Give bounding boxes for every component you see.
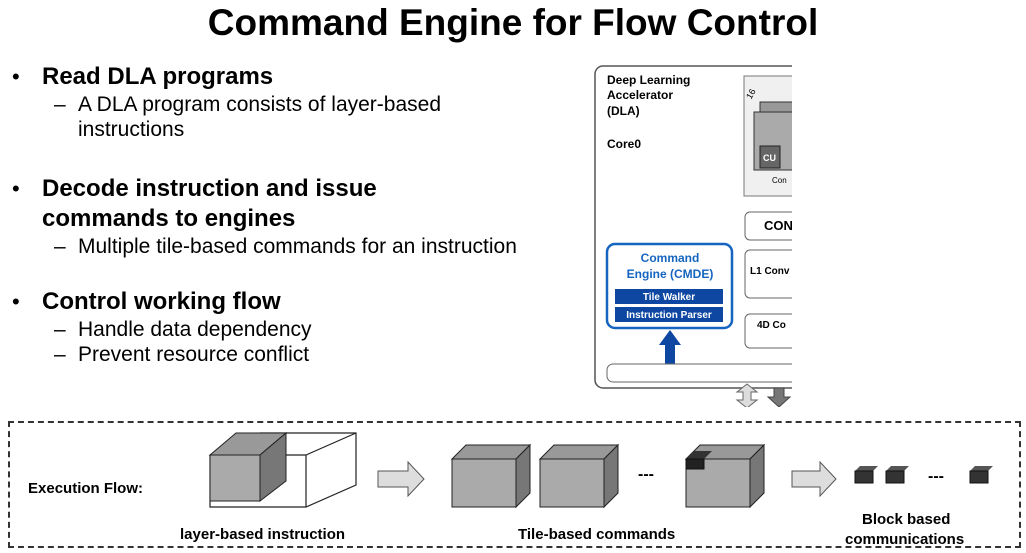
- cmde-label-line1: Command: [641, 251, 700, 265]
- bullet-sub-text: instructions: [78, 118, 185, 141]
- fourd-conv-label: 4D Co: [757, 320, 786, 331]
- dla-label-line1: Deep Learning: [607, 73, 690, 87]
- block-caption-line2: communications: [845, 531, 964, 546]
- cu-label: CU: [763, 153, 776, 163]
- flow-arrow-2-icon: [791, 460, 837, 498]
- bullet-dot: •: [12, 64, 20, 89]
- page-title: Command Engine for Flow Control: [207, 2, 819, 43]
- cu-block: [759, 145, 781, 169]
- up-arrow-icon: [659, 330, 681, 364]
- dla-architecture-diagram: Deep Learning Accelerator (DLA) Core0 16…: [592, 62, 792, 407]
- tile-walker-bar: [615, 289, 723, 304]
- conv-block-label: CON: [764, 218, 792, 233]
- bullet-sub-text: Handle data dependency: [78, 318, 312, 341]
- bullet-decode-instruction: • Decode instruction and issue commands …: [12, 174, 517, 259]
- tile-commands-caption: Tile-based commands: [518, 526, 675, 543]
- bullet-main-line2: commands to engines: [42, 205, 296, 232]
- dla-diagram-svg: Deep Learning Accelerator (DLA) Core0 16…: [594, 65, 792, 407]
- block-communication-3: [969, 466, 993, 484]
- execution-flow-svg: Execution Flow: layer-based instruction …: [28, 431, 993, 546]
- block-communication-2: [885, 466, 909, 484]
- bullet-sub: –A DLA program consists of layer-based: [54, 93, 442, 116]
- bus-bar: [606, 363, 792, 383]
- l1-conv-block: [744, 249, 792, 299]
- bullet-dot: •: [12, 176, 20, 201]
- tile-ellipsis: ---: [638, 466, 654, 483]
- bullet-main: Control working flow: [42, 288, 281, 315]
- bullet-main: Decode instruction and issue: [42, 175, 377, 202]
- conv-block: [744, 211, 792, 241]
- instruction-parser-label: Instruction Parser: [626, 310, 712, 321]
- core-label: Core0: [607, 137, 641, 151]
- tile-command-cube-2: [538, 443, 620, 509]
- block-caption-line1: Block based: [862, 511, 950, 528]
- bullet-sub: –Prevent resource conflict: [54, 343, 310, 366]
- cmde-label-line2: Engine (CMDE): [627, 267, 714, 281]
- bullet-main: Read DLA programs: [42, 63, 274, 90]
- dla-label-line2: Accelerator: [607, 88, 673, 102]
- instruction-parser-bar: [615, 307, 723, 322]
- bullet-sub-text: A DLA program consists of layer-based: [78, 93, 442, 116]
- bullet-sub-text: Multiple tile-based commands for an inst…: [78, 235, 517, 258]
- layer-instruction-cube: [208, 431, 357, 508]
- fourd-conv-block: [744, 313, 792, 349]
- layer-instruction-caption: layer-based instruction: [180, 526, 345, 543]
- con-label: Con: [772, 176, 787, 185]
- tile-size-label: 16: [744, 87, 758, 101]
- bidirectional-arrow-icon: [735, 383, 759, 407]
- l1-conv-label: L1 Conv: [750, 266, 790, 277]
- tile-command-cube-3: [684, 443, 766, 509]
- down-arrow-icon: [766, 387, 792, 407]
- tile-walker-label: Tile Walker: [643, 292, 695, 303]
- tile-command-cube-1: [450, 443, 532, 509]
- bullet-read-programs: • Read DLA programs –A DLA program consi…: [12, 62, 441, 142]
- execution-flow-label: Execution Flow:: [28, 480, 143, 497]
- execution-flow-box: Execution Flow: layer-based instruction …: [8, 421, 1021, 548]
- flow-arrow-1-icon: [377, 460, 425, 498]
- bullet-dot: •: [12, 289, 20, 314]
- bullet-sub-continued: instructions: [54, 117, 441, 142]
- block-communication-1: [854, 466, 878, 484]
- bullet-sub: –Multiple tile-based commands for an ins…: [54, 235, 517, 258]
- block-ellipsis: ---: [928, 468, 944, 485]
- bullet-sub-text: Prevent resource conflict: [78, 343, 310, 366]
- bullet-sub: –Handle data dependency: [54, 318, 312, 341]
- dla-label-line3: (DLA): [607, 104, 640, 118]
- bullet-control-flow: • Control working flow –Handle data depe…: [12, 287, 312, 367]
